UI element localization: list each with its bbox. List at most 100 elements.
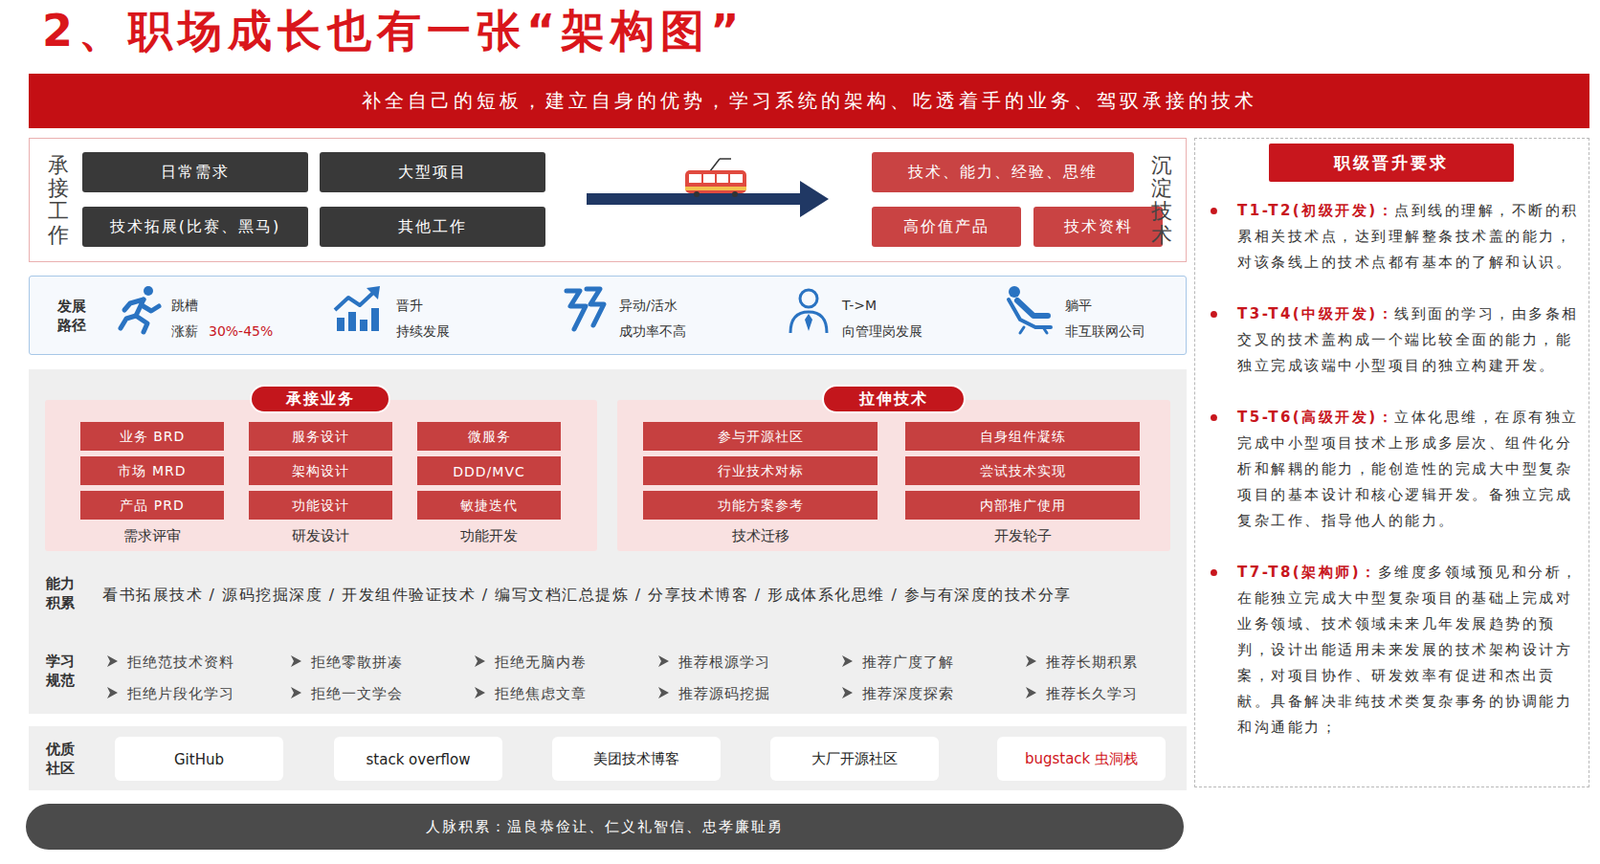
panel-text: 躺平 bbox=[1065, 297, 1092, 313]
list-marker bbox=[842, 655, 853, 667]
work-panel: 日常需求大型项目技术拓展(比赛、黑马)其他工作技术、能力、经验、思维高价值产品技… bbox=[28, 137, 1187, 263]
panel-text: 需求评审 bbox=[94, 527, 210, 545]
text-slot: 多维度多领域预见和分析，在能独立完成大中型复杂项目的基础上完成对业务领域、技术领… bbox=[1237, 563, 1579, 736]
item-box: 架构设计 bbox=[248, 456, 393, 486]
box-text: 自身组件凝练 bbox=[979, 428, 1067, 445]
box-text: 承接业务 bbox=[286, 389, 356, 408]
text-slot: 自身组件凝练 bbox=[979, 426, 1067, 446]
panel-text: 推荐长久学习 bbox=[1045, 685, 1138, 703]
box-text: 人脉积累：温良恭俭让、仁义礼智信、忠孝廉耻勇 bbox=[425, 818, 784, 836]
box-text: 功能方案参考 bbox=[717, 497, 804, 513]
list-markers bbox=[107, 655, 1037, 699]
growth-icon bbox=[334, 286, 380, 332]
bullet-dot bbox=[1210, 311, 1218, 318]
output-box: 技术、能力、经验、思维 bbox=[871, 152, 1134, 193]
bullet-dot bbox=[1210, 414, 1218, 422]
box-text: 大厂开源社区 bbox=[811, 750, 898, 768]
text-slot: 开发轮子 bbox=[965, 527, 1081, 545]
text-slot: 异动/活水 bbox=[619, 295, 678, 314]
runner-icon bbox=[120, 286, 159, 333]
chart-bar bbox=[371, 308, 379, 332]
list-marker bbox=[474, 655, 486, 667]
tram-wheel bbox=[693, 191, 700, 198]
panel-text: 拒绝零散拼凑 bbox=[311, 653, 403, 671]
community-box: stack overflow bbox=[333, 736, 503, 781]
list-marker bbox=[474, 687, 486, 699]
bullet-paragraph: T1-T2(初级开发)：点到线的理解，不断的积累相关技术点，达到理解整条技术盖的… bbox=[1237, 198, 1582, 276]
text-slot: T5-T6(高级开发)： bbox=[1237, 408, 1395, 426]
box-text: 微服务 bbox=[467, 428, 512, 445]
text-slot: 持续发展 bbox=[396, 321, 450, 340]
panel-text: 成功率不高 bbox=[619, 323, 687, 339]
text-slot: 发展路径 bbox=[57, 297, 89, 335]
text-slot: 研发设计 bbox=[263, 527, 378, 545]
community-box: bugstack 虫洞栈 bbox=[997, 736, 1166, 781]
output-box: 技术资料 bbox=[1033, 206, 1163, 247]
text-slot: 技术拓展(比赛、黑马) bbox=[110, 217, 281, 238]
panel-text: T5-T6(高级开发)： bbox=[1237, 408, 1395, 426]
panel-text: 拒绝片段化学习 bbox=[127, 685, 235, 703]
list-marker bbox=[1025, 687, 1037, 699]
text-slot: 参与开源社区 bbox=[717, 426, 804, 446]
community-box: GitHub bbox=[114, 736, 284, 781]
transfer-icon bbox=[566, 288, 604, 330]
text-slot: 承接业务 bbox=[286, 389, 356, 410]
text-slot: 推荐长久学习 bbox=[1045, 684, 1138, 703]
panel-text: 拒绝一文学会 bbox=[311, 685, 403, 703]
panel-text: 向管理岗发展 bbox=[842, 323, 923, 339]
item-box: 功能方案参考 bbox=[643, 490, 878, 520]
panel-text: 拒绝范技术资料 bbox=[127, 653, 235, 671]
text-slot: 拒绝片段化学习 bbox=[127, 684, 235, 703]
text-slot: 产品 PRD bbox=[119, 495, 184, 515]
text-slot: 业务 BRD bbox=[119, 426, 186, 446]
panel-text: 多维度多领域预见和分析，在能独立完成大中型复杂项目的基础上完成对业务领域、技术领… bbox=[1237, 563, 1579, 736]
list-marker bbox=[290, 687, 302, 699]
tram-window bbox=[688, 174, 743, 183]
page-title: 2、职场成长也有一张“架构图” bbox=[42, 4, 745, 57]
text-slot: 职级晋升要求 bbox=[1333, 152, 1449, 175]
text-slot: 向管理岗发展 bbox=[842, 321, 923, 340]
panel-text: 非互联网公司 bbox=[1065, 323, 1146, 339]
panel-text: 学习规范 bbox=[45, 652, 78, 690]
item-box: DDD/MVC bbox=[417, 456, 561, 486]
text-slot: 拒绝范技术资料 bbox=[127, 652, 235, 671]
bullet-dot bbox=[1210, 207, 1218, 215]
panel-text: T3-T4(中级开发)： bbox=[1237, 305, 1395, 323]
text-slot: 立体化思维，在原有独立完成中小型项目技术上形成多层次、组件化分析和解耦的能力，能… bbox=[1237, 408, 1579, 530]
text-slot: DDD/MVC bbox=[452, 462, 526, 481]
text-slot: T->M bbox=[842, 295, 877, 314]
group-panel: 拉伸技术参与开源社区自身组件凝练行业技术对标尝试技术实现功能方案参考内部推广使用… bbox=[617, 400, 1171, 552]
text-slot: 拉伸技术 bbox=[859, 389, 929, 410]
group-header: 承接业务 bbox=[249, 384, 391, 414]
group-header: 拉伸技术 bbox=[822, 384, 966, 414]
text-slot: 服务设计 bbox=[291, 426, 350, 446]
text-slot: stack overflow bbox=[366, 750, 471, 769]
text-slot: 拒绝无脑内卷 bbox=[494, 652, 587, 671]
panel-text: 异动/活水 bbox=[619, 297, 678, 313]
text-slot: GitHub bbox=[174, 750, 224, 769]
box-text: 产品 PRD bbox=[119, 497, 184, 513]
box-text: 内部推广使用 bbox=[979, 497, 1067, 513]
tram-frame bbox=[701, 174, 704, 183]
text-slot: 推荐源码挖掘 bbox=[678, 684, 771, 703]
panel-text: 功能开发 bbox=[431, 527, 547, 545]
relax-legs bbox=[1020, 327, 1047, 334]
text-slot: 大型项目 bbox=[398, 162, 467, 183]
box-text: 业务 BRD bbox=[119, 428, 186, 445]
box-text: 大型项目 bbox=[398, 162, 467, 181]
text-slot: 架构设计 bbox=[291, 461, 350, 481]
section-panel: GitHubstack overflow美团技术博客大厂开源社区bugstack… bbox=[28, 726, 1187, 791]
transfer-stroke bbox=[566, 290, 586, 330]
community-box: 大厂开源社区 bbox=[770, 736, 939, 781]
arrow-shaft bbox=[586, 193, 803, 205]
box-text: bugstack 虫洞栈 bbox=[1024, 750, 1138, 768]
panel-text: 拒绝无脑内卷 bbox=[494, 653, 587, 671]
text-slot: 沉淀技术 bbox=[1151, 154, 1173, 247]
text-slot: 非互联网公司 bbox=[1065, 321, 1146, 340]
panel-text: 技术迁移 bbox=[703, 527, 819, 545]
text-slot: 其他工作 bbox=[398, 217, 467, 238]
relax-chair bbox=[1008, 299, 1051, 328]
text-slot: T7-T8(架构师)： bbox=[1237, 563, 1378, 581]
text-slot: 人脉积累：温良恭俭让、仁义礼智信、忠孝廉耻勇 bbox=[425, 817, 784, 837]
box-text: GitHub bbox=[174, 751, 224, 769]
